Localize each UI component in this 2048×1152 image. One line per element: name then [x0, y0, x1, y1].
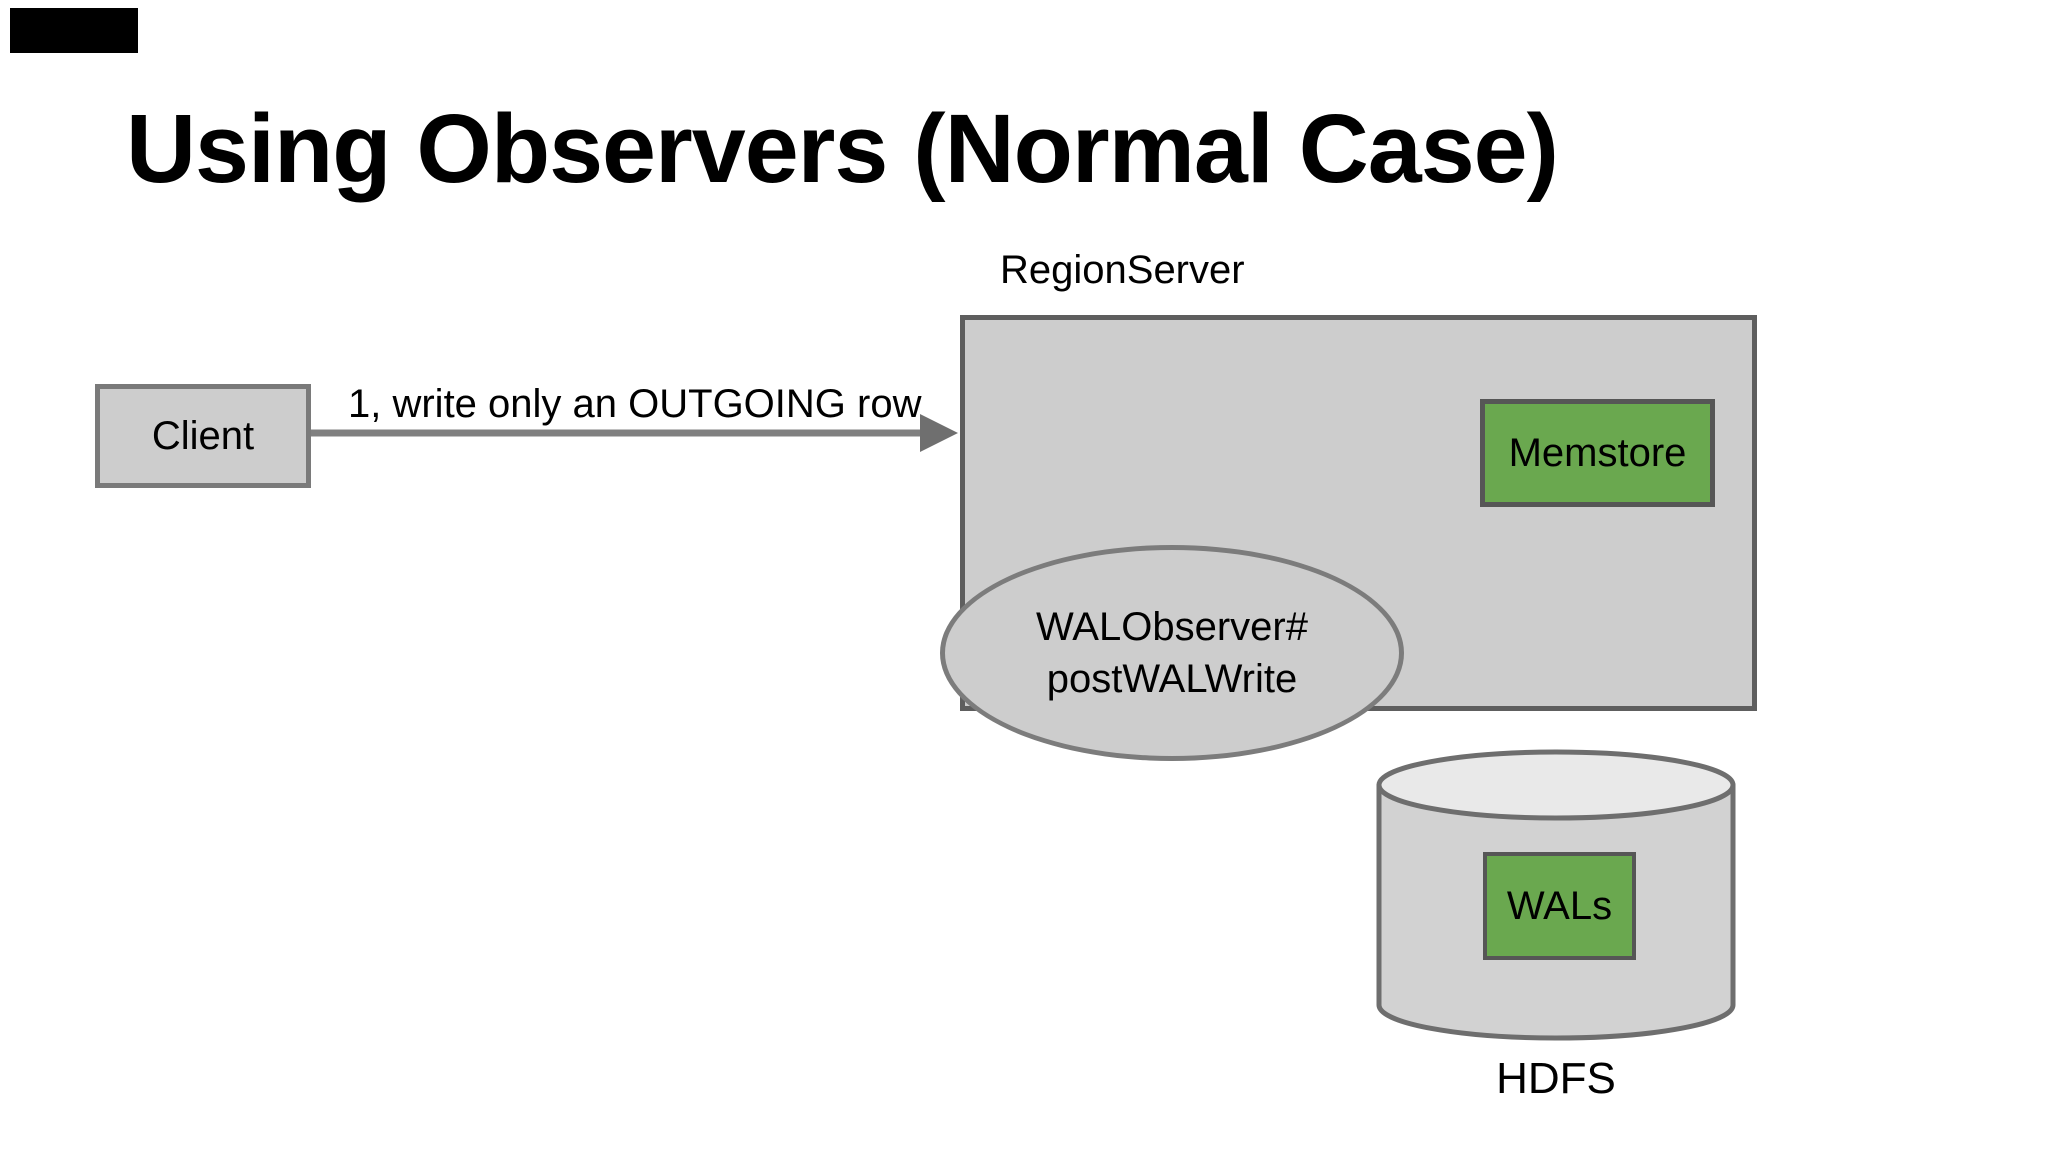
- hdfs-label: HDFS: [1496, 1054, 1616, 1103]
- walobserver-ellipse: WALObserver# postWALWrite: [940, 545, 1404, 761]
- slide-title: Using Observers (Normal Case): [126, 94, 1559, 203]
- hdfs-cylinder-top: [1376, 749, 1736, 821]
- memstore-label: Memstore: [1508, 431, 1687, 475]
- wals-node: WALs: [1483, 852, 1636, 960]
- client-node: Client: [95, 384, 311, 488]
- regionserver-label: RegionServer: [1000, 248, 1245, 292]
- corner-overlay-box: [10, 8, 138, 53]
- wals-label: WALs: [1506, 884, 1613, 928]
- write-arrow-label: 1, write only an OUTGOING row: [348, 382, 922, 426]
- memstore-node: Memstore: [1480, 399, 1715, 507]
- client-label: Client: [151, 414, 255, 458]
- walobserver-label-line2: postWALWrite: [1046, 657, 1298, 701]
- walobserver-label-line1: WALObserver#: [1036, 605, 1308, 649]
